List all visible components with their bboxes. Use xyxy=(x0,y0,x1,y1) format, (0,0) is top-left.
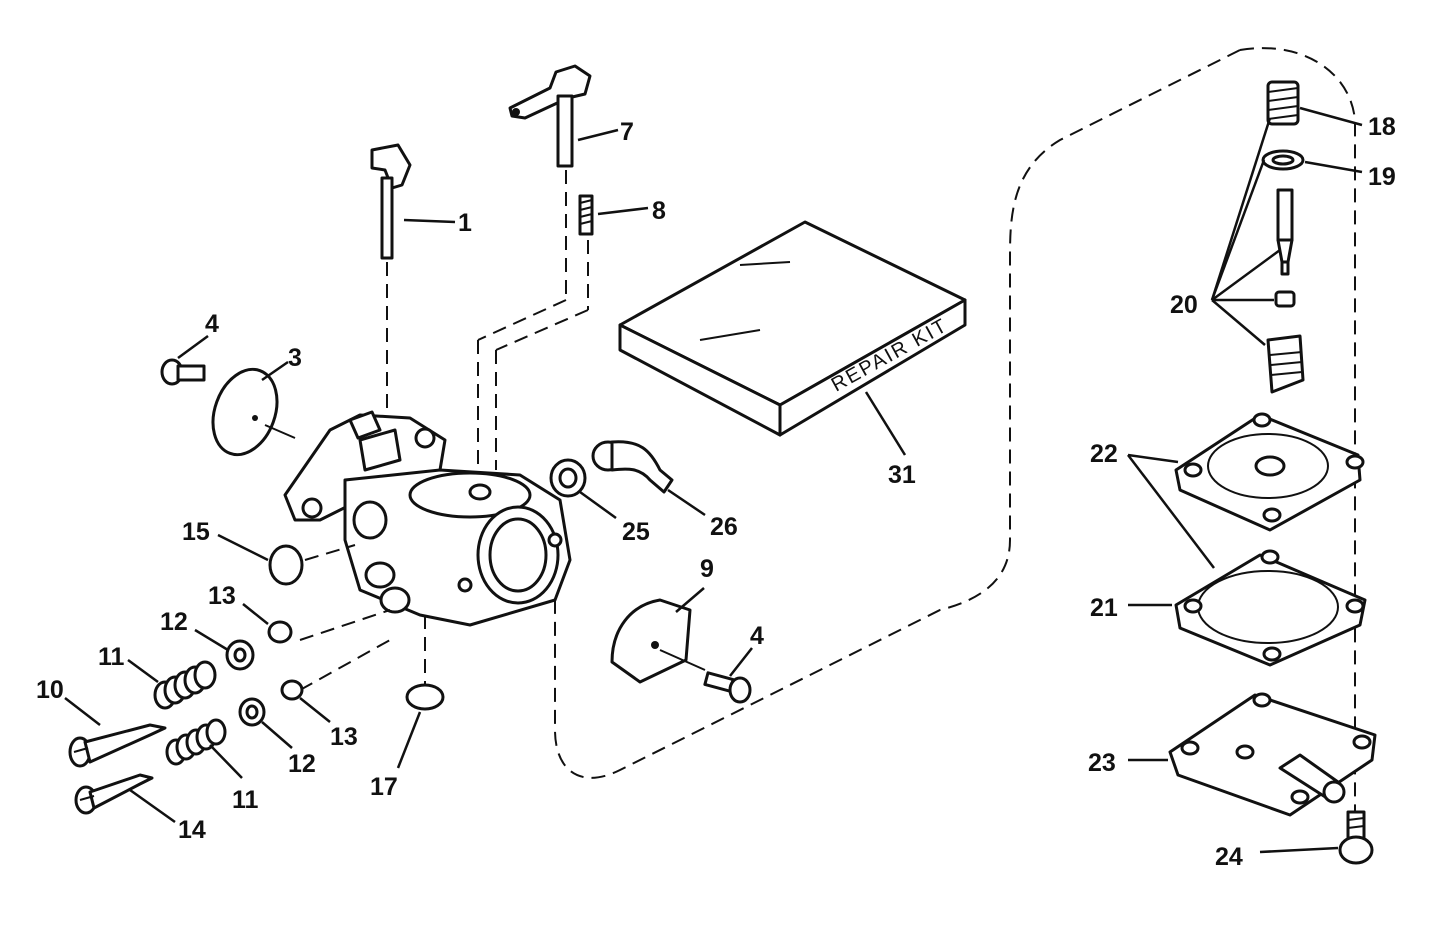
leader-11a xyxy=(127,658,159,684)
label-15: 15 xyxy=(182,518,210,546)
body-dash-to-15 xyxy=(304,544,356,561)
label-26: 26 xyxy=(710,513,738,541)
label-4-upper: 4 xyxy=(205,310,219,338)
leader-22-b xyxy=(1127,454,1215,569)
leader-20-b xyxy=(1210,159,1266,301)
leader-11b xyxy=(209,744,243,779)
leader-18 xyxy=(1299,106,1363,127)
label-12-lower: 12 xyxy=(288,750,316,778)
leader-22-a xyxy=(1127,453,1179,464)
leader-19 xyxy=(1304,160,1363,174)
label-3: 3 xyxy=(288,344,302,372)
spring-part-11-lower xyxy=(165,718,227,766)
label-10: 10 xyxy=(36,676,64,704)
bushing-part-25 xyxy=(549,458,587,498)
leader-20-a xyxy=(1210,117,1272,301)
label-23: 23 xyxy=(1088,749,1116,777)
leader-24 xyxy=(1259,846,1339,854)
diaphragm-part-23 xyxy=(1168,692,1377,817)
label-1: 1 xyxy=(458,209,472,237)
leader-4a xyxy=(177,334,209,360)
leader-13a xyxy=(242,603,269,625)
plug-part-17 xyxy=(405,683,445,711)
leader-3 xyxy=(261,360,289,382)
welch-plug-part-15 xyxy=(268,544,304,586)
choke-shaft-part-7 xyxy=(477,64,592,480)
label-12-upper: 12 xyxy=(160,608,188,636)
washer-part-12-upper xyxy=(225,639,255,671)
label-7: 7 xyxy=(620,118,634,146)
leader-25 xyxy=(579,490,617,520)
label-4-lower: 4 xyxy=(750,622,764,650)
carburetor-body xyxy=(283,410,572,627)
label-17: 17 xyxy=(370,773,398,801)
screw-part-4-upper xyxy=(160,358,206,386)
label-24: 24 xyxy=(1215,843,1243,871)
leader-31 xyxy=(864,391,907,456)
body-dash-to-13b xyxy=(299,639,391,691)
inlet-needle-seat-part-20 xyxy=(1266,188,1305,394)
idle-needle-part-14 xyxy=(74,773,154,815)
leader-14 xyxy=(129,788,176,824)
screw-part-24 xyxy=(1338,810,1374,865)
label-9: 9 xyxy=(700,555,714,583)
gasket-ring-part-13-lower xyxy=(280,679,304,701)
label-11-lower: 11 xyxy=(232,786,259,814)
leader-20-c xyxy=(1211,248,1281,302)
leader-7 xyxy=(577,128,619,142)
gasket-ring-part-13-upper xyxy=(267,620,293,644)
repair-kit-box-part-31: REPAIR KIT xyxy=(618,220,967,437)
label-20: 20 xyxy=(1170,291,1198,319)
pump-cover-part-22 xyxy=(1174,412,1365,532)
leader-20-e xyxy=(1211,299,1266,346)
spring-part-18 xyxy=(1266,80,1300,126)
label-13-lower: 13 xyxy=(330,723,358,751)
leader-15 xyxy=(217,533,269,562)
body-dash-to-13 xyxy=(299,609,391,641)
label-19: 19 xyxy=(1368,163,1396,191)
label-18: 18 xyxy=(1368,113,1396,141)
leader-12b xyxy=(261,721,293,749)
needle-screw-part-10 xyxy=(68,723,167,768)
throttle-plate-part-9 xyxy=(610,598,706,684)
leader-12a xyxy=(194,628,229,652)
gasket-part-21 xyxy=(1174,549,1367,667)
washer-part-19 xyxy=(1261,149,1305,171)
leader-9 xyxy=(675,587,705,613)
label-11-upper: 11 xyxy=(98,643,125,671)
leader-8 xyxy=(597,206,649,216)
spring-part-11-upper xyxy=(153,660,217,710)
label-14: 14 xyxy=(178,816,206,844)
choke-plate-part-3 xyxy=(211,367,296,457)
spring-part-8 xyxy=(495,194,594,470)
repair-kit-boundary xyxy=(554,47,1356,840)
label-13-upper: 13 xyxy=(208,582,236,610)
label-25: 25 xyxy=(622,518,650,546)
leader-17 xyxy=(396,711,422,769)
leader-4b xyxy=(729,647,753,677)
label-8: 8 xyxy=(652,197,666,225)
elbow-fitting-part-26 xyxy=(591,440,674,494)
leader-13b xyxy=(299,697,331,723)
label-31: 31 xyxy=(888,461,916,489)
washer-part-12-lower xyxy=(238,697,266,727)
leader-26 xyxy=(667,488,706,517)
leader-1 xyxy=(403,218,456,224)
label-22: 22 xyxy=(1090,440,1118,468)
throttle-shaft-part-1 xyxy=(370,143,412,430)
screw-part-4-lower xyxy=(703,671,752,704)
label-21: 21 xyxy=(1090,594,1118,622)
leader-10 xyxy=(64,697,101,726)
